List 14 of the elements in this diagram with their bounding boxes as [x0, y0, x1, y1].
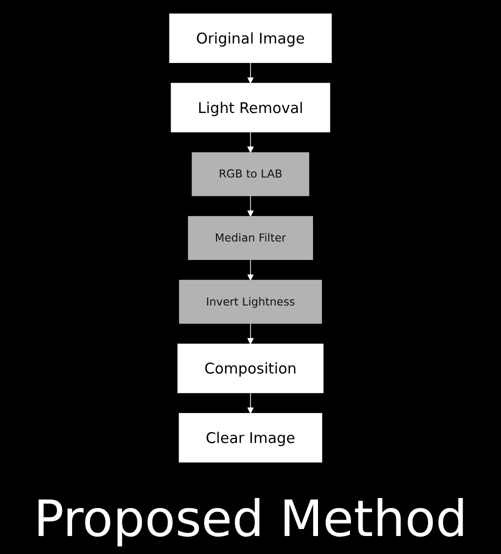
arrow [247, 323, 254, 344]
node-box: Composition [178, 344, 324, 394]
node-box: RGB to LAB [192, 152, 310, 196]
node-box: Invert Lightness [179, 280, 322, 324]
arrow [247, 259, 254, 281]
arrow [247, 392, 254, 414]
arrow [247, 62, 254, 84]
node-box: Median Filter [188, 216, 314, 260]
slide-title: Proposed Method [32, 490, 468, 548]
node-box: Clear Image [178, 413, 322, 462]
node-box: Light Removal [170, 82, 330, 132]
arrow [247, 195, 254, 217]
node-box: Original Image [169, 14, 332, 63]
arrow [247, 132, 254, 153]
